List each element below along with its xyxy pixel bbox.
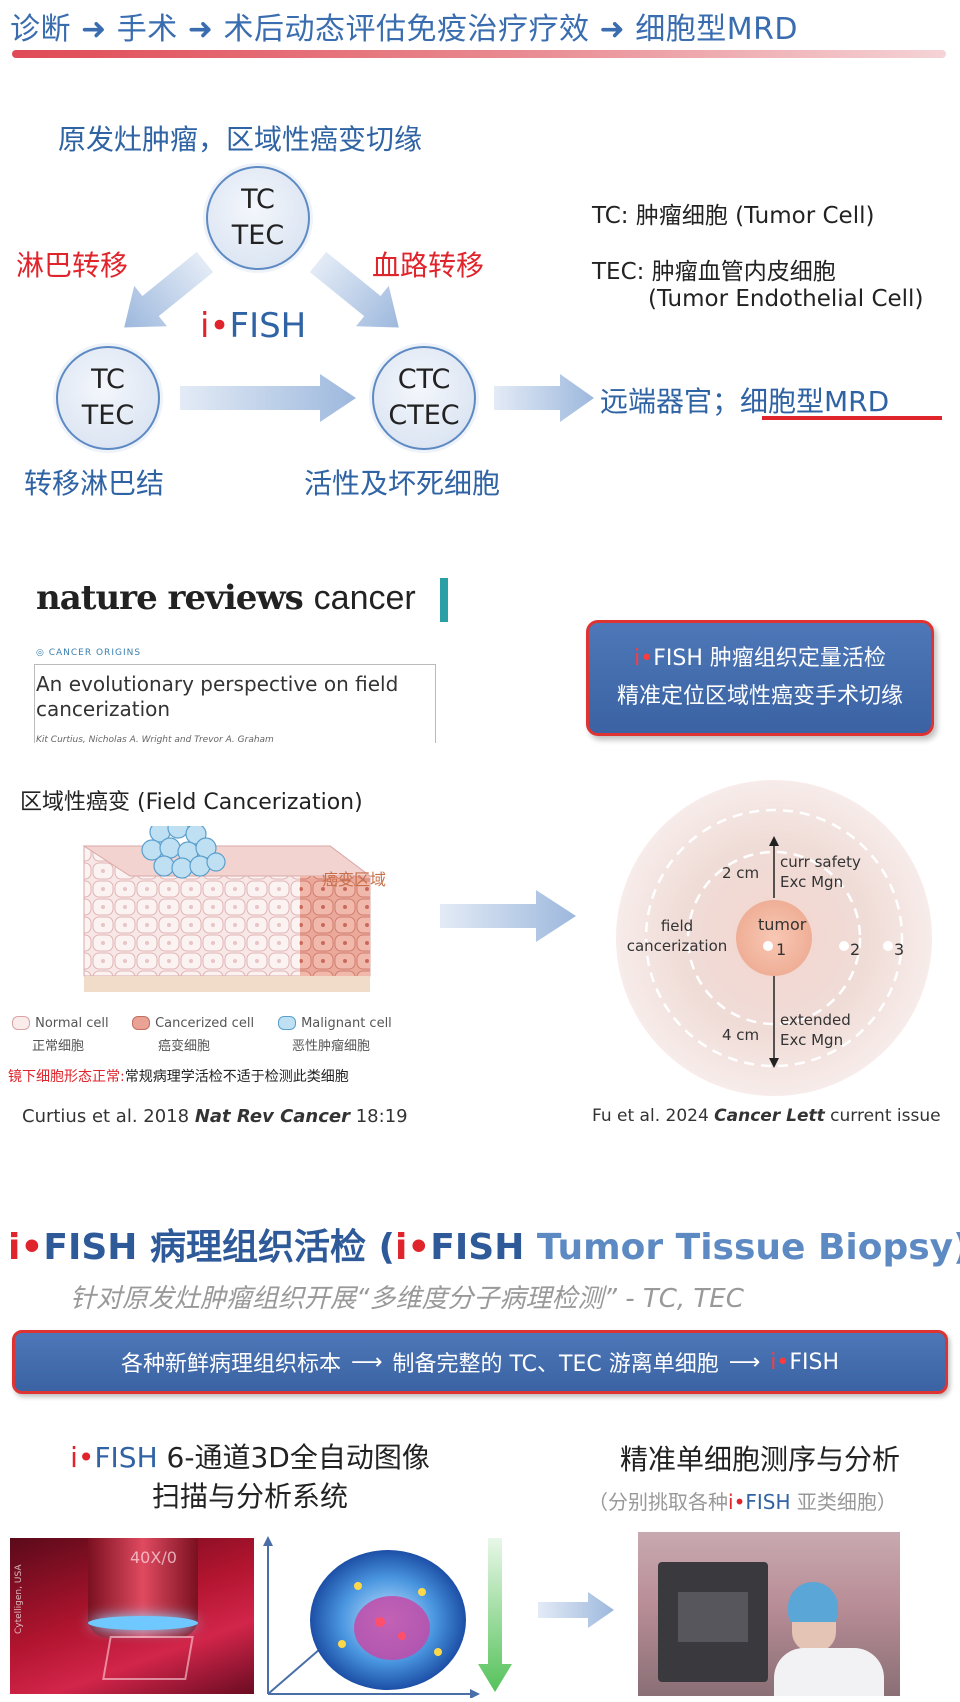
arrow-right-icon: ➜ xyxy=(187,12,224,47)
definition-tc: TC: 肿瘤细胞 (Tumor Cell) xyxy=(592,203,875,229)
system-to-lab-arrow xyxy=(538,1592,614,1628)
normal-cell-swatch xyxy=(12,1015,30,1030)
microscope-photo: 40X/0 Cytelligen, USA xyxy=(10,1538,254,1694)
journal-logo: nature reviews cancer xyxy=(36,578,416,618)
distant-organ-label: 远端器官；细胞型MRD xyxy=(600,385,890,418)
blood-arrow xyxy=(309,251,399,328)
legend-malignant: Malignant cell 恶性肿瘤细胞 xyxy=(278,1012,392,1054)
workflow-header: 诊断 ➜ 手术 ➜ 术后动态评估免疫治疗疗效 ➜ 细胞型MRD xyxy=(10,4,798,48)
malignant-cluster xyxy=(141,826,226,879)
workflow-banner: 各种新鲜病理组织标本 ⟶ 制备完整的 TC、TEC 游离单细胞 ⟶ i•FISH xyxy=(12,1330,948,1394)
lab-photo xyxy=(638,1532,900,1696)
point-3: 3 xyxy=(894,940,905,959)
header-underline xyxy=(12,50,946,58)
lymph-to-blood-arrow xyxy=(180,374,356,422)
article-authors: Kit Curtius, Nicholas A. Wright and Trev… xyxy=(36,735,274,745)
sequencing-subtitle: （分别挑取各种i•FISH 亚类细胞） xyxy=(588,1490,897,1514)
article-box xyxy=(34,664,436,743)
legend-cancerized: Cancerized cell 癌变细胞 xyxy=(132,1012,254,1054)
arrow-right-icon: ➜ xyxy=(599,12,636,47)
step-postop: 术后动态评估免疫治疗疗效 xyxy=(223,12,590,47)
biopsy-subtitle: 针对原发灶肿瘤组织开展“多维度分子病理检测” - TC, TEC xyxy=(70,1284,744,1314)
slide-outline xyxy=(102,1636,194,1680)
mrd-underline xyxy=(762,416,942,420)
definition-tec: TEC: 肿瘤血管内皮细胞 xyxy=(592,259,836,285)
viable-cells-caption: 活性及坏死细胞 xyxy=(304,467,501,500)
distance-4cm: 4 cm xyxy=(722,1026,760,1044)
legend-normal: Normal cell 正常细胞 xyxy=(12,1012,109,1054)
primary-tumor-label: 原发灶肿瘤，区域性癌变切缘 xyxy=(58,123,423,156)
circle-primary: TC TEC xyxy=(206,166,310,270)
morphology-note: 镜下细胞形态正常:常规病理学活检不适于检测此类细胞 xyxy=(8,1069,349,1085)
fu-citation: Fu et al. 2024 Cancer Lett current issue xyxy=(592,1106,941,1126)
ifish-logo: i•FISH xyxy=(200,306,307,346)
cancerized-zone-label: 癌变区域 xyxy=(322,870,387,889)
biopsy-title: i•FISH 病理组织活检 (i•FISH Tumor Tissue Biops… xyxy=(8,1227,960,1268)
arrow-right-icon: ➜ xyxy=(81,12,117,47)
step-mrd: 细胞型MRD xyxy=(635,12,799,47)
distance-2cm: 2 cm xyxy=(722,864,760,882)
metastasis-arrows xyxy=(124,251,594,422)
circle-circulating: CTC CTEC xyxy=(372,346,476,450)
step-diagnosis: 诊断 xyxy=(10,12,71,47)
sequencing-title: 精准单细胞测序与分析 xyxy=(619,1443,900,1476)
long-arrow-icon: ⟶ xyxy=(350,1349,383,1375)
lens-glow xyxy=(88,1616,198,1630)
cancerized-cell-swatch xyxy=(132,1015,150,1030)
journal-accent-bar xyxy=(440,578,448,622)
lymph-metastasis-label: 淋巴转移 xyxy=(16,249,129,282)
tumor-label: tumor xyxy=(758,915,807,934)
malignant-cell-swatch xyxy=(278,1015,296,1030)
3d-cell-scan xyxy=(263,1536,512,1698)
field-to-margin-arrow xyxy=(440,890,576,942)
curtius-citation: Curtius et al. 2018 Nat Rev Cancer 18:19 xyxy=(22,1106,408,1127)
lymph-node-caption: 转移淋巴结 xyxy=(24,467,165,500)
long-arrow-icon: ⟶ xyxy=(728,1349,761,1375)
circle-lymph-node: TC TEC xyxy=(56,346,160,450)
lab-coat xyxy=(774,1648,884,1696)
definition-tec-en: (Tumor Endothelial Cell) xyxy=(648,286,924,312)
step-surgery: 手术 xyxy=(116,12,178,47)
field-cancerization-title: 区域性癌变 (Field Cancerization) xyxy=(20,790,363,815)
point-1: 1 xyxy=(776,940,787,959)
article-section: ◎ CANCER ORIGINS xyxy=(36,648,142,658)
to-distant-arrow xyxy=(494,374,594,422)
scanning-system-title: i•FISH 6-通道3D全自动图像 扫描与分析系统 xyxy=(70,1441,430,1514)
ifish-callout: i•FISH 肿瘤组织定量活检 精准定位区域性癌变手术切缘 xyxy=(586,620,934,736)
article-title: An evolutionary perspective on field can… xyxy=(36,672,399,721)
blood-metastasis-label: 血路转移 xyxy=(372,249,485,282)
point-2: 2 xyxy=(850,940,861,959)
surgical-margin-diagram xyxy=(616,780,932,1096)
tissue-illustration xyxy=(82,826,372,992)
lymph-arrow xyxy=(124,251,214,328)
